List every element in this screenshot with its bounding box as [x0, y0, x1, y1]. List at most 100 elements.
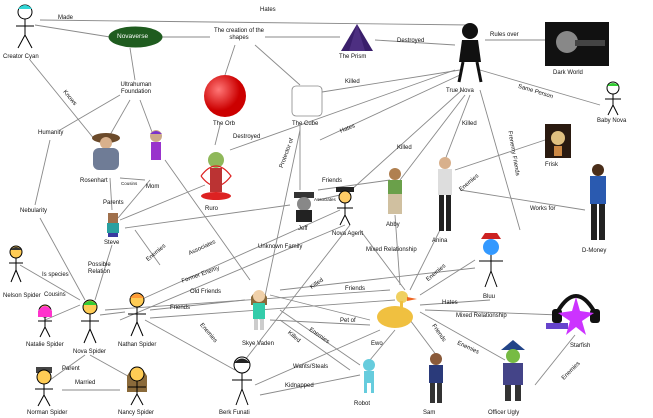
- anina-label: Anina: [432, 238, 448, 244]
- parents-label: Parents: [103, 200, 124, 206]
- edge-label: Killed: [397, 145, 412, 151]
- stick-figure-icon: [35, 367, 53, 407]
- dark-world-label: Dark World: [553, 70, 583, 76]
- cube-icon: [291, 85, 323, 117]
- stick-figure-icon: [81, 299, 99, 344]
- edge-label: Pet of: [340, 318, 356, 324]
- edge-label: Destroyed: [233, 134, 261, 140]
- mom-label: Mom: [146, 184, 160, 190]
- edge-hates-ewo: [419, 299, 491, 306]
- avatar: [200, 152, 232, 200]
- edge-anina-ewo: [409, 229, 441, 291]
- edge-creation-cube: [254, 44, 301, 86]
- edge-label: Killed: [462, 121, 477, 127]
- edge-killed-cube: [321, 69, 461, 93]
- novaverse-label: Novaverse: [117, 33, 149, 40]
- edge-frenemy: [479, 89, 521, 231]
- nelson-spider-label: Nelson Spider: [3, 293, 41, 299]
- edge-unknown-family: [139, 209, 341, 301]
- edge-pet-of: [269, 319, 371, 326]
- novaverse-node: [108, 26, 163, 48]
- stick-figure-icon: [127, 366, 147, 406]
- nova-spider-label: Nova Spider: [73, 349, 107, 355]
- edge-creation-orb: [224, 44, 236, 76]
- edge-label: Friends: [322, 178, 343, 184]
- edge-kidnapped: [259, 374, 361, 396]
- stick-figure-icon: [479, 233, 503, 288]
- edge-friends-nova: [104, 289, 391, 311]
- edge-nebularity-nova: [39, 217, 86, 301]
- edge-nova-norman: [49, 354, 86, 381]
- edge-killed-abby: [399, 94, 466, 181]
- stick-figure-icon: [38, 304, 52, 338]
- edge-jeff-steve: [124, 204, 291, 229]
- edge-enemies-robot: [279, 309, 361, 366]
- edge-abby-ewo: [394, 214, 401, 286]
- prism-icon: [341, 24, 373, 51]
- edge-wants-steals: [254, 329, 381, 386]
- edge-made: [34, 24, 111, 38]
- stick-figure-icon: [605, 81, 621, 116]
- edge-label: Hates: [260, 7, 276, 13]
- d-money-label: D-Money: [582, 248, 607, 254]
- edge-same-person: [479, 69, 601, 106]
- edge-enemies-officer: [419, 311, 506, 361]
- avatar: [438, 157, 452, 231]
- edge-label: Wants/Steals: [293, 364, 329, 370]
- edge-label: Friends: [345, 286, 366, 292]
- edge-label: Married: [75, 380, 96, 386]
- stick-figure-icon: [9, 245, 23, 283]
- edge-novaverse-ultra: [129, 47, 136, 81]
- stick-figure-icon: [16, 4, 34, 49]
- edge-rosenhart-mom: [119, 177, 146, 181]
- edge-label: Destroyed: [397, 38, 425, 44]
- edge-orb-ruro: [214, 124, 221, 146]
- edge-associates: [164, 159, 251, 281]
- edge-parents: [109, 177, 113, 211]
- abby-label: Abby: [386, 222, 400, 228]
- edge-frisk-anina: [454, 139, 546, 171]
- cube-label: The Cube: [292, 121, 319, 127]
- edge-label: Unknown Family: [258, 244, 303, 250]
- avatar: [92, 133, 120, 170]
- officer-ugly-label: Officer Ugly: [488, 410, 520, 416]
- skye-vaden-label: Skye Vaden: [242, 341, 274, 347]
- avatar: [590, 164, 606, 240]
- edge-label: Mixed Relationship: [366, 247, 417, 253]
- nancy-spider-label: Nancy Spider: [118, 410, 155, 416]
- humanity-label: Humanity: [38, 130, 64, 136]
- edge-hates-cube: [319, 74, 461, 141]
- edge-humanity-nebularity: [34, 139, 51, 206]
- edge-protector: [259, 129, 301, 321]
- edge-enemies-bluu: [419, 259, 476, 296]
- stick-figure-icon: [232, 356, 252, 406]
- robot-icon: [363, 359, 375, 393]
- avatar: [501, 340, 525, 401]
- edge-jeff-agent: [317, 194, 341, 201]
- edge-label: Mixed Relationship: [456, 313, 507, 319]
- edge-destroyed-prism: [374, 39, 456, 46]
- edge-mixed-relationship: [359, 229, 406, 291]
- edge-nova-nathan: [99, 311, 126, 316]
- edge-cousins-spider: [44, 304, 81, 321]
- edge-label: Parent: [62, 366, 80, 372]
- ultrahuman-label: Ultrahuman Foundation: [120, 82, 152, 95]
- sphere-icon: [204, 75, 246, 117]
- stick-figure-icon: [128, 292, 146, 337]
- nova-agent-label: Nova Agent: [332, 231, 364, 237]
- orb-label: The Orb: [213, 121, 236, 127]
- edge-is-species: [19, 264, 81, 301]
- edge-enemies-truenova: [339, 89, 463, 201]
- headphones-icon: [546, 294, 600, 335]
- baby-nova-label: Baby Nova: [597, 118, 627, 124]
- edge-ultra-rosenhart: [109, 99, 131, 136]
- edge-steve-ruro: [119, 184, 206, 221]
- edge-label: Made: [58, 15, 74, 21]
- edge-killed-skye: [269, 294, 371, 321]
- edge-knows: [29, 59, 96, 141]
- ewo-label: Ewo: [371, 341, 383, 347]
- true-nova-label: True Nova: [446, 88, 474, 94]
- avatar: [150, 130, 162, 160]
- creation-label: The creation of the shapes: [213, 28, 265, 41]
